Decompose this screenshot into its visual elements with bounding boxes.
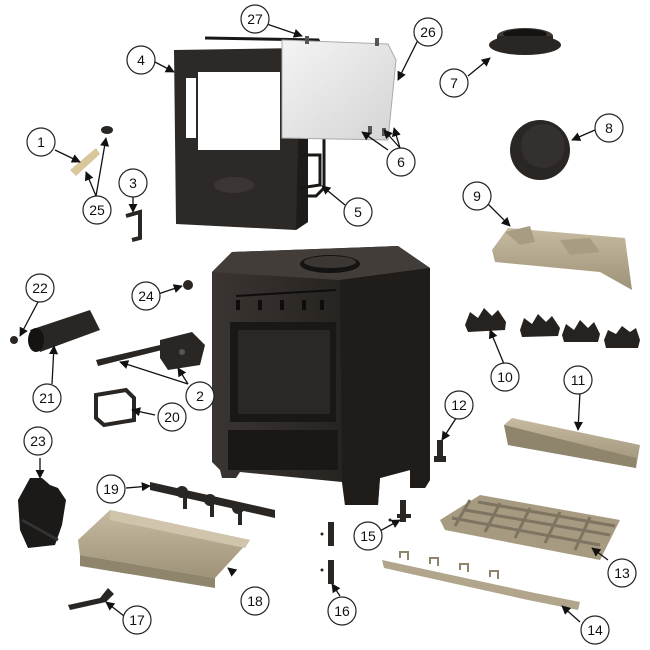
callout-17-label: 17 [129,612,145,628]
callout-7: 7 [439,68,469,98]
callout-22: 22 [25,273,55,303]
callout-22-label: 22 [32,280,48,296]
callout-2-label: 2 [196,388,204,404]
callout-7-label: 7 [450,75,458,91]
callout-11: 11 [563,365,593,395]
callout-20: 20 [157,402,187,432]
callout-21: 21 [32,383,62,413]
callout-4-label: 4 [137,52,145,68]
callout-8: 8 [594,113,624,143]
glove [18,478,66,548]
riddling-bar [150,482,275,525]
ash-pan-tool [68,588,114,610]
callout-26: 26 [413,17,443,47]
door-frame [174,48,308,230]
callout-12-label: 12 [451,397,467,413]
callout-14-label: 14 [587,622,603,638]
callout-26-label: 26 [420,24,436,40]
callout-23: 23 [23,426,53,456]
callout-13-label: 13 [614,565,630,581]
callout-19: 19 [96,474,126,504]
callout-8-label: 8 [605,120,613,136]
clip [125,209,142,242]
rear-brick [504,418,640,468]
callout-18-label: 18 [247,593,263,609]
grate [440,495,620,560]
callout-3-label: 3 [129,175,137,191]
callout-3: 3 [118,168,148,198]
callout-15-label: 15 [360,528,376,544]
callout-12: 12 [444,390,474,420]
flue-spigot [10,310,100,352]
handle [70,126,113,176]
callout-9-label: 9 [473,188,481,204]
air-control [96,332,205,370]
callout-10: 10 [490,362,520,392]
flue-collar [489,28,561,55]
callout-21-label: 21 [39,390,55,406]
callout-5: 5 [343,197,373,227]
callout-6-label: 6 [397,154,405,170]
callout-1: 1 [26,127,56,157]
callout-16: 16 [327,596,357,626]
callout-18: 18 [240,586,270,616]
door-glass [281,36,397,141]
callout-14: 14 [580,615,610,645]
callout-27: 27 [240,4,270,34]
callout-10-label: 10 [497,369,513,385]
bolt-part [434,440,446,462]
callout-4: 4 [126,45,156,75]
callout-2: 2 [185,381,215,411]
latch-parts [320,500,411,584]
callout-15: 15 [353,521,383,551]
ash-pan [78,510,250,588]
blanking-plate [510,120,570,180]
callout-11-label: 11 [571,372,586,388]
callout-23-label: 23 [30,433,46,449]
callout-17: 17 [122,605,152,635]
callout-16-label: 16 [334,603,350,619]
knob [183,280,193,290]
callout-24: 24 [131,281,161,311]
callout-1-label: 1 [37,134,45,150]
baffle-plate [492,226,632,290]
callout-25: 25 [82,195,112,225]
grate-rail [382,551,580,610]
callout-13: 13 [607,558,637,588]
callout-5-label: 5 [354,204,362,220]
stove-body [212,246,430,505]
callout-20-label: 20 [164,409,180,425]
callout-25-label: 25 [89,202,105,218]
bracket [94,387,136,428]
callout-24-label: 24 [138,288,154,304]
callout-27-label: 27 [247,11,263,27]
leader-lines [19,19,609,623]
callout-6: 6 [386,147,416,177]
callout-9: 9 [462,181,492,211]
fire-bars [465,308,640,348]
callout-19-label: 19 [103,481,119,497]
